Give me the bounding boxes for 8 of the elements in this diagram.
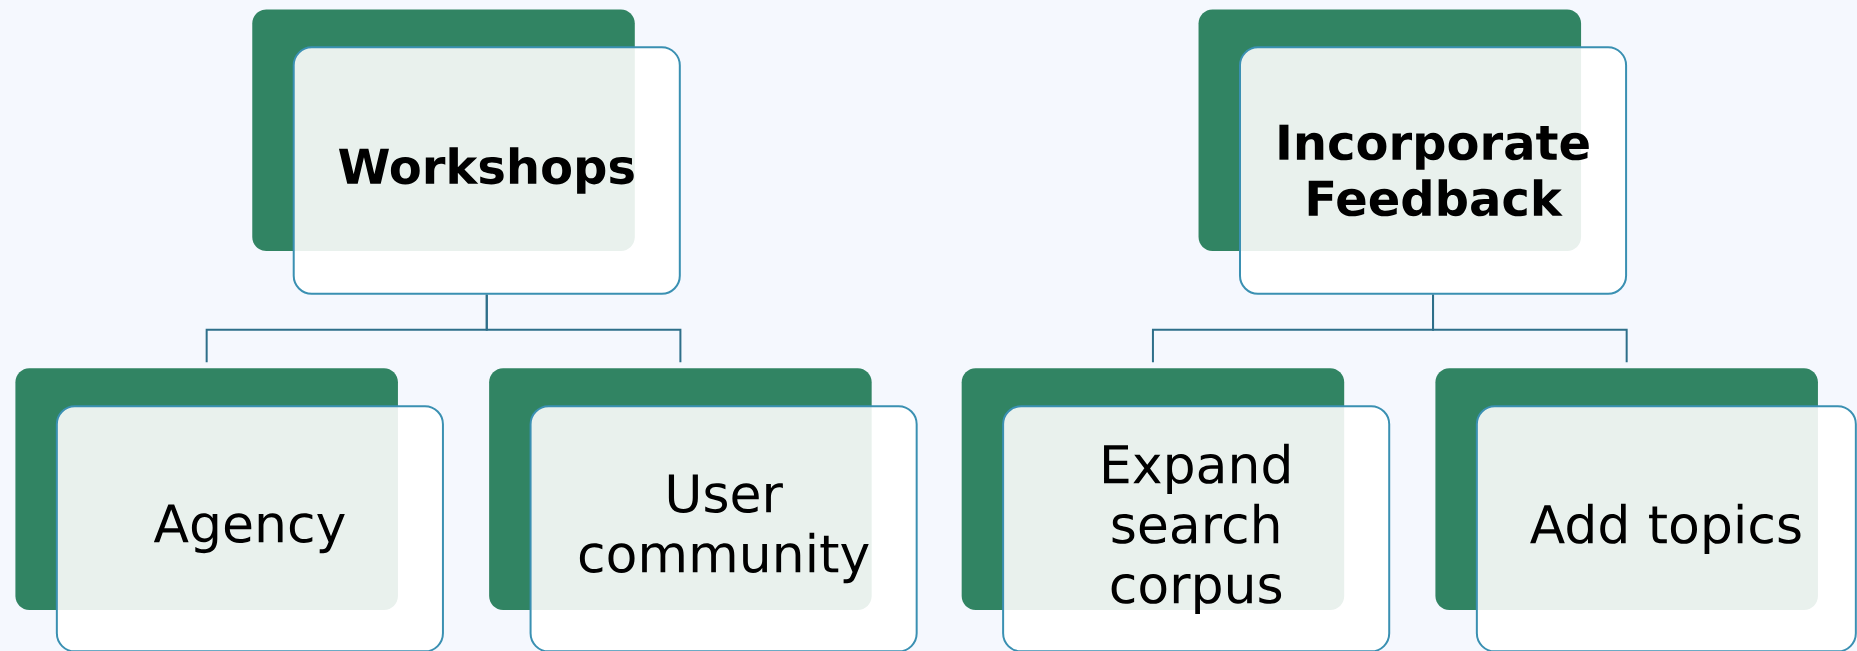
process-box: Incorporate Feedback [1198, 9, 1628, 295]
process-box: Workshops [252, 9, 681, 295]
connector-line [485, 293, 682, 364]
process-box: Expand search corpus [961, 368, 1391, 651]
connector-line [1432, 293, 1628, 364]
process-box: Add topics [1435, 368, 1857, 651]
process-box: Agency [15, 368, 444, 651]
process-box: User community [489, 368, 918, 651]
